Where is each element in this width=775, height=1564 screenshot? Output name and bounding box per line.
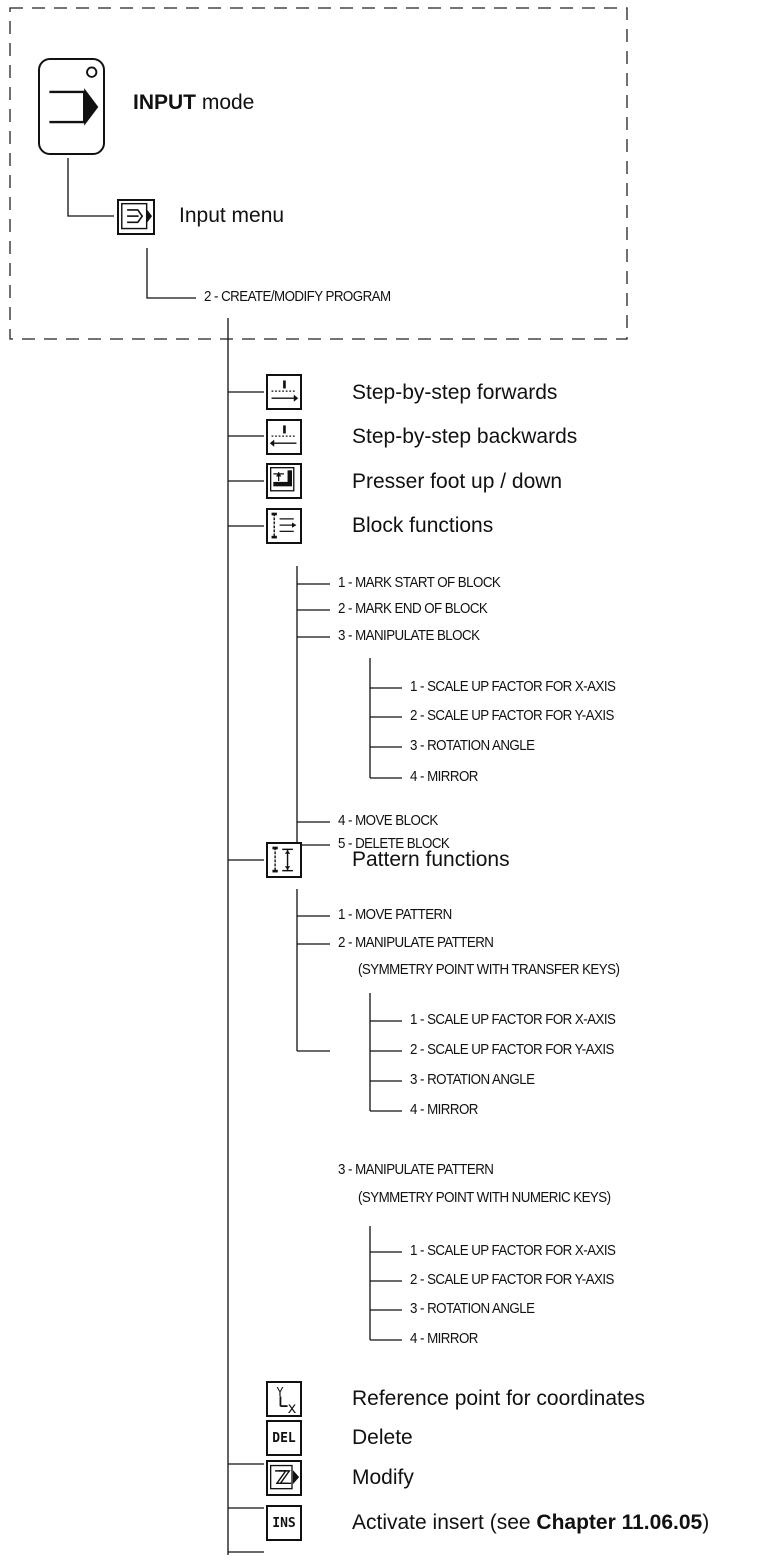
presser-foot-label: Presser foot up / down	[352, 470, 563, 493]
input-menu-icon	[117, 199, 155, 235]
pattern-item-move: 1 - MOVE PATTERN	[338, 907, 452, 923]
step-backwards-label: Step-by-step backwards	[352, 425, 578, 448]
block-item-manipulate: 3 - MANIPULATE BLOCK	[338, 628, 480, 644]
delete-label: Delete	[352, 1426, 413, 1449]
reference-point-label: Reference point for coordinates	[352, 1387, 646, 1410]
pattern-b-sub-mirror: 4 - MIRROR	[410, 1331, 478, 1347]
block-item-delete: 5 - DELETE BLOCK	[338, 836, 450, 852]
step-backwards-icon[interactable]	[266, 419, 302, 455]
pattern-item-manipulate-numeric: 3 - MANIPULATE PATTERN	[338, 1162, 494, 1178]
block-sub-scale-y: 2 - SCALE UP FACTOR FOR Y-AXIS	[410, 708, 614, 724]
insert-icon[interactable]: INS	[266, 1505, 302, 1541]
block-item-mark-end: 2 - MARK END OF BLOCK	[338, 601, 488, 617]
create-modify-program-label: 2 - CREATE/MODIFY PROGRAM	[204, 289, 391, 305]
block-sub-scale-x: 1 - SCALE UP FACTOR FOR X-AXIS	[410, 679, 616, 695]
pattern-functions-icon[interactable]	[266, 842, 302, 878]
input-mode-frame	[9, 7, 628, 340]
block-functions-label: Block functions	[352, 514, 494, 537]
input-mode-title: INPUT mode	[133, 91, 255, 114]
pattern-b-sub-scale-y: 2 - SCALE UP FACTOR FOR Y-AXIS	[410, 1272, 614, 1288]
block-item-move: 4 - MOVE BLOCK	[338, 813, 438, 829]
pattern-b-sub-rotation: 3 - ROTATION ANGLE	[410, 1301, 535, 1317]
block-item-mark-start: 1 - MARK START OF BLOCK	[338, 575, 501, 591]
block-sub-rotation: 3 - ROTATION ANGLE	[410, 738, 535, 754]
activate-insert-label: Activate insert (see Chapter 11.06.05)	[352, 1511, 710, 1534]
pattern-a-sub-rotation: 3 - ROTATION ANGLE	[410, 1072, 535, 1088]
pattern-functions-label: Pattern functions	[352, 848, 510, 871]
step-forwards-label: Step-by-step forwards	[352, 381, 558, 404]
input-menu-label: Input menu	[179, 204, 285, 227]
step-forwards-icon[interactable]	[266, 374, 302, 410]
pattern-a-sub-scale-y: 2 - SCALE UP FACTOR FOR Y-AXIS	[410, 1042, 614, 1058]
presser-foot-icon[interactable]	[266, 463, 302, 499]
pattern-b-sub-scale-x: 1 - SCALE UP FACTOR FOR X-AXIS	[410, 1243, 616, 1259]
delete-icon[interactable]: DEL	[266, 1420, 302, 1456]
modify-icon[interactable]	[266, 1460, 302, 1496]
block-sub-mirror: 4 - MIRROR	[410, 769, 478, 785]
pattern-item-manipulate-numeric-note: (SYMMETRY POINT WITH NUMERIC KEYS)	[358, 1190, 611, 1206]
pattern-a-sub-mirror: 4 - MIRROR	[410, 1102, 478, 1118]
modify-label: Modify	[352, 1466, 414, 1489]
pattern-a-sub-scale-x: 1 - SCALE UP FACTOR FOR X-AXIS	[410, 1012, 616, 1028]
block-functions-icon[interactable]	[266, 508, 302, 544]
reference-point-icon[interactable]: Y x	[266, 1381, 302, 1417]
pattern-item-manipulate-transfer-note: (SYMMETRY POINT WITH TRANSFER KEYS)	[358, 962, 620, 978]
pattern-item-manipulate-transfer: 2 - MANIPULATE PATTERN	[338, 935, 494, 951]
input-mode-icon	[38, 58, 105, 155]
